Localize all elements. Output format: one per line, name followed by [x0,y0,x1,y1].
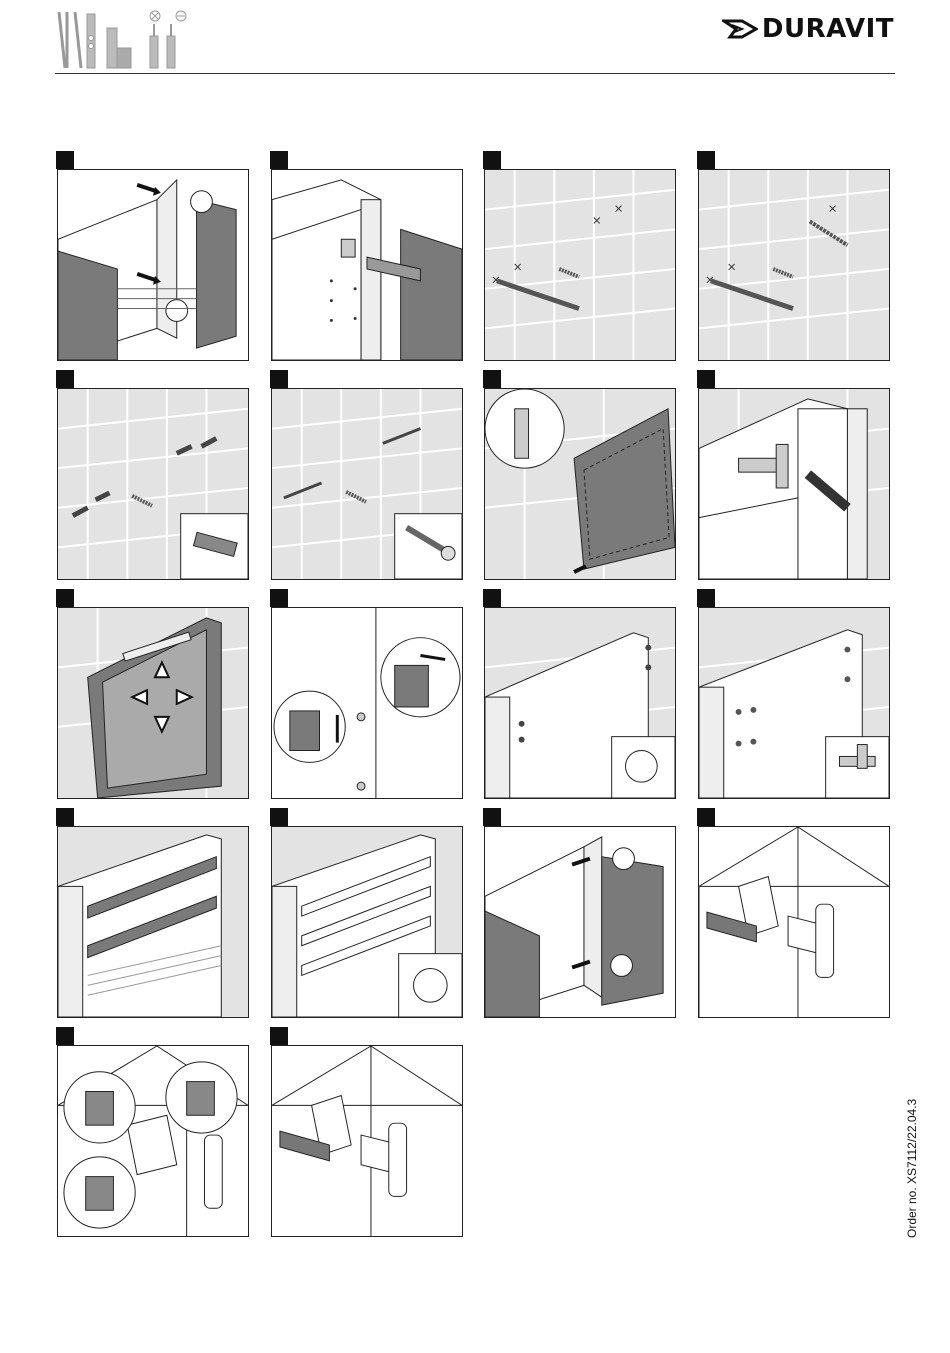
step-marker [697,808,715,826]
step-13-panel [56,808,250,1002]
hinge-cover-illustration [699,827,889,1017]
shelf-supports-detail-illustration [272,827,462,1017]
step-marker [697,589,715,607]
step-12-panel [697,589,891,783]
brand-name: DURAVIT [762,14,894,44]
step-marker [270,1027,288,1045]
step-2-panel [270,151,464,345]
hinge-detail-illustration [272,170,462,360]
step-marker [56,589,74,607]
insert-caps-illustration [485,608,675,798]
step-marker [483,151,501,169]
hinge-cover-attach-illustration [272,1046,462,1236]
step-11-panel [483,589,677,783]
duravit-mark-icon [722,17,758,41]
align-cabinet-illustration [58,608,248,798]
drill-wall-illustration [699,170,889,360]
brand-logo: DURAVIT [722,14,894,44]
spirit-level-icon [59,12,81,68]
insert-screws-illustration [272,389,462,579]
attach-doors-illustration [485,827,675,1017]
order-number: Order no. XS7112/22.04.3 [905,1099,919,1238]
screwdriver-cross-icon [150,11,160,68]
step-16-panel [697,808,891,1002]
step-14-panel [270,808,464,1002]
step-15-panel [483,808,677,1002]
tools-pictogram [55,8,195,72]
step-3-panel [483,151,677,345]
step-marker [56,370,74,388]
step-1-panel [56,151,250,345]
step-marker [270,808,288,826]
step-marker [697,370,715,388]
remove-doors-illustration [58,170,248,360]
step-18-panel [270,1027,464,1221]
step-7-panel [483,370,677,564]
screwdriver-flat-icon [167,11,186,68]
step-10-panel [270,589,464,783]
step-marker [270,589,288,607]
adjust-hanger-illustration [699,389,889,579]
step-8-panel [697,370,891,564]
step-marker [56,1027,74,1045]
step-marker [270,151,288,169]
step-17-panel [56,1027,250,1221]
step-6-panel [270,370,464,564]
insert-shelves-illustration [58,827,248,1017]
step-marker [270,370,288,388]
insert-dowels-illustration [58,389,248,579]
step-9-panel [56,589,250,783]
drill-icon [87,14,131,68]
step-marker [483,370,501,388]
step-marker [697,151,715,169]
step-marker [56,808,74,826]
hinge-adjust-illustration [58,1046,248,1236]
insert-shelf-supports-illustration [699,608,889,798]
step-marker [483,808,501,826]
mark-wall-illustration [485,170,675,360]
hang-cabinet-illustration [485,389,675,579]
header-divider [55,73,895,74]
step-4-panel [697,151,891,345]
step-5-panel [56,370,250,564]
step-marker [56,151,74,169]
adjust-spacers-illustration [272,608,462,798]
step-marker [483,589,501,607]
